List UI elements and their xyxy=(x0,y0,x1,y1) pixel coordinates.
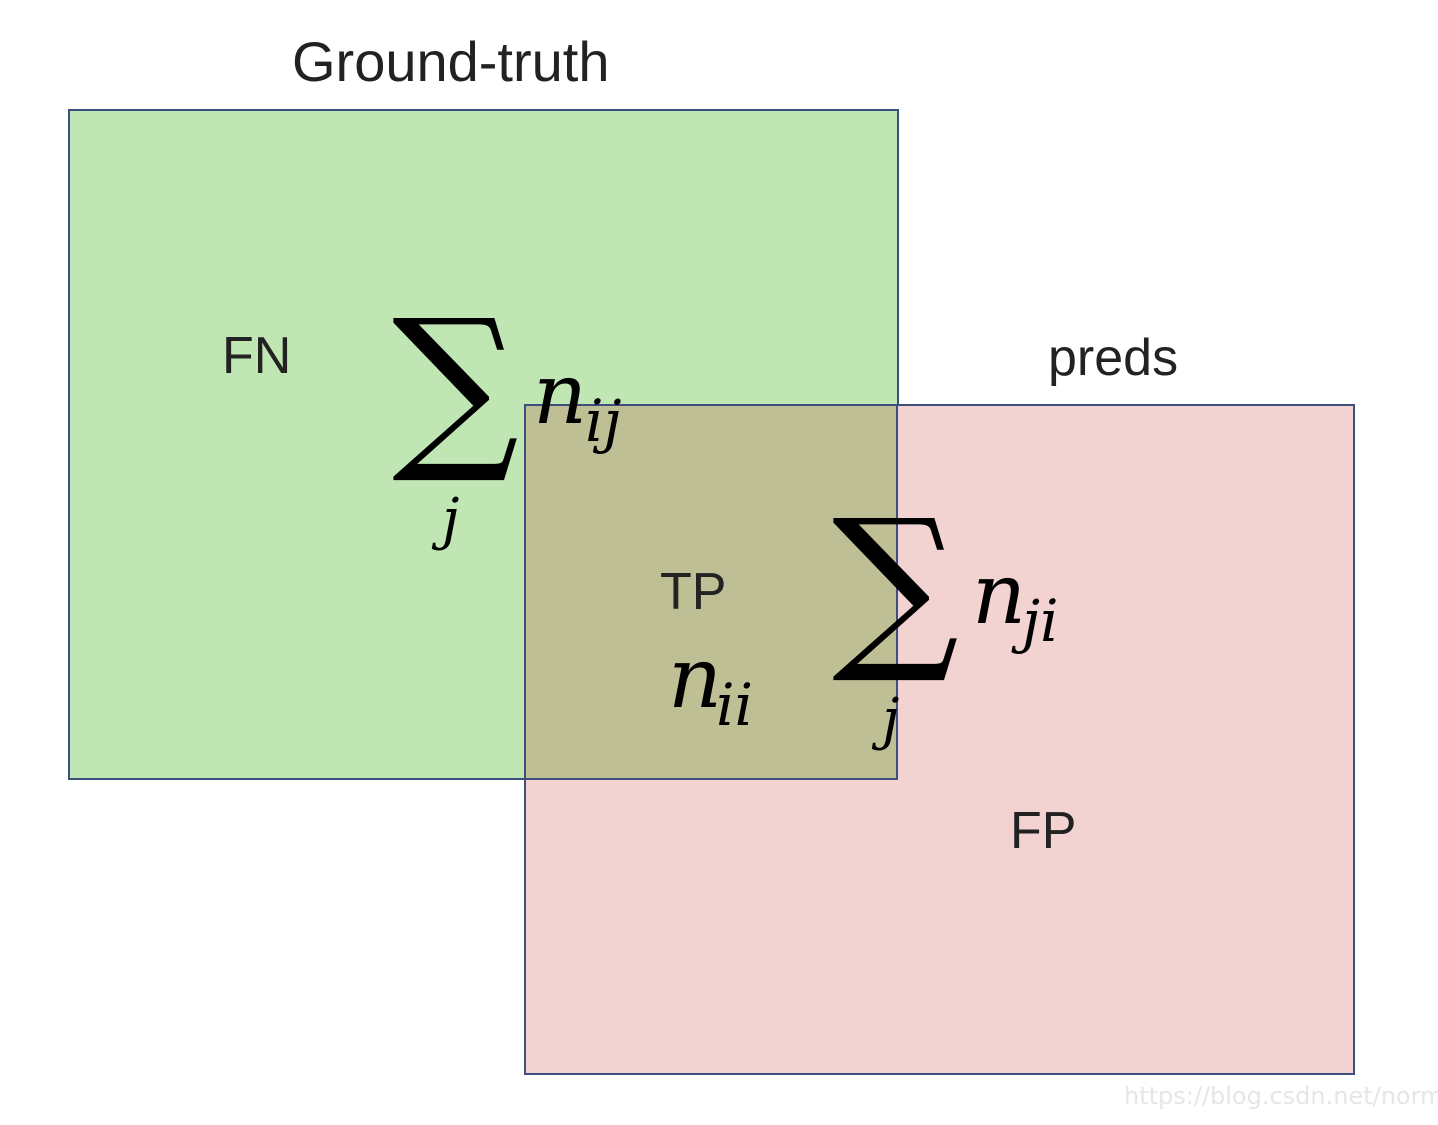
diag-base: n xyxy=(668,629,723,727)
overlap-border-right xyxy=(896,404,898,780)
ground-truth-title: Ground-truth xyxy=(292,30,610,93)
fp-label: FP xyxy=(1010,802,1077,860)
col-sum-base: n xyxy=(972,545,1027,643)
overlap-border-bottom xyxy=(524,778,898,780)
row-sum-sigma: ∑ xyxy=(392,281,520,488)
row-sum-subscript: ij xyxy=(585,387,622,455)
col-sum-sigma: ∑ xyxy=(832,481,960,688)
diag-subscript: ii xyxy=(716,671,754,739)
row-sum-base: n xyxy=(533,345,588,443)
row-sum-index: j xyxy=(442,487,460,552)
watermark-text: https://blog.csdn.net/normol xyxy=(1124,1082,1438,1110)
fn-label: FN xyxy=(222,327,292,385)
tp-label: TP xyxy=(660,563,727,621)
overlap-region xyxy=(526,406,897,778)
col-sum-index: j xyxy=(882,687,900,752)
preds-title: preds xyxy=(1048,329,1179,387)
col-sum-subscript: ji xyxy=(1022,587,1059,655)
